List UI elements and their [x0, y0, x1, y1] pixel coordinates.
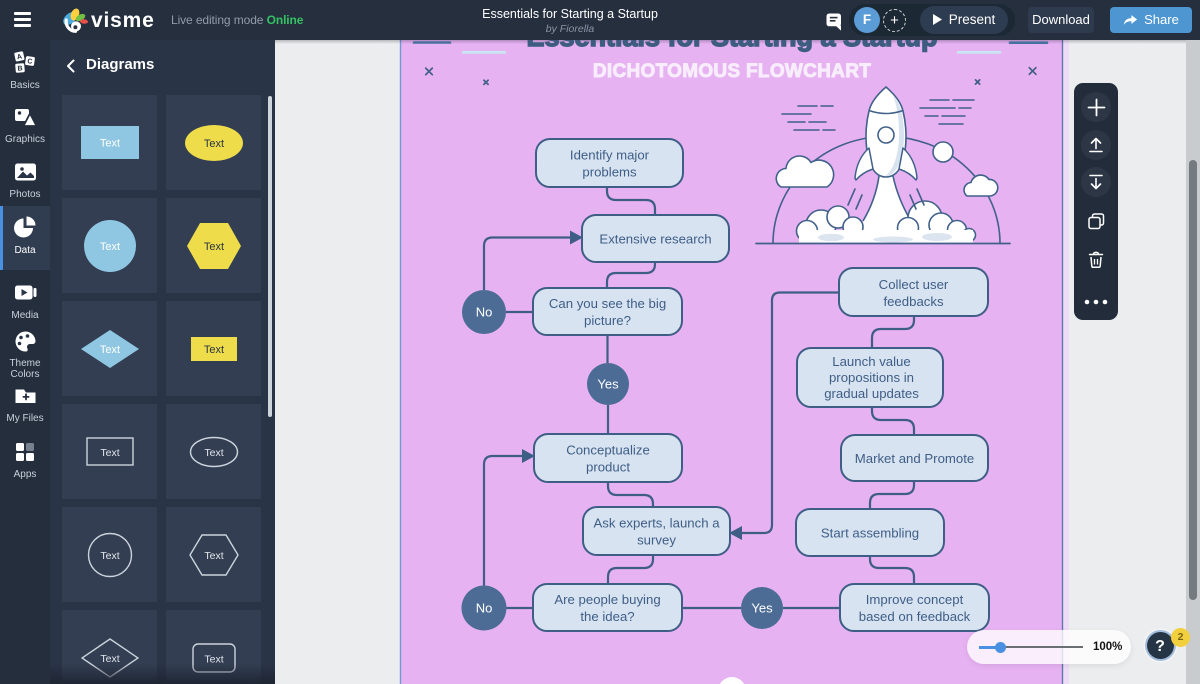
- svg-text:Text: Text: [99, 137, 119, 149]
- svg-text:Text: Text: [99, 241, 119, 253]
- svg-text:Yes: Yes: [597, 377, 619, 392]
- svg-text:Ask experts, launch a: Ask experts, launch a: [593, 516, 720, 531]
- svg-text:Text: Text: [203, 241, 223, 253]
- svg-text:Launch value: Launch value: [832, 354, 910, 369]
- svg-text:Identify major: Identify major: [570, 148, 650, 163]
- svg-text:Essentials for Starting a Star: Essentials for Starting a Startup: [526, 40, 937, 52]
- svg-text:Yes: Yes: [751, 601, 773, 616]
- svg-text:Text: Text: [99, 344, 119, 356]
- svg-text:feedbacks: feedbacks: [883, 294, 944, 309]
- svg-text:A: A: [16, 53, 22, 61]
- svg-text:product: product: [586, 460, 630, 475]
- svg-text:Text: Text: [203, 138, 223, 150]
- svg-text:Text: Text: [100, 550, 119, 562]
- svg-text:gradual updates: gradual updates: [824, 386, 919, 401]
- svg-text:Text: Text: [204, 447, 223, 459]
- svg-text:Are people buying: Are people buying: [554, 592, 660, 607]
- svg-text:Improve concept: Improve concept: [866, 592, 964, 607]
- svg-text:Text: Text: [100, 447, 119, 459]
- svg-text:based on feedback: based on feedback: [859, 609, 971, 624]
- svg-text:Text: Text: [203, 344, 223, 356]
- svg-text:propositions in: propositions in: [829, 370, 914, 385]
- svg-text:Market and Promote: Market and Promote: [855, 451, 974, 466]
- svg-text:Extensive research: Extensive research: [599, 232, 711, 247]
- svg-text:C: C: [27, 58, 33, 66]
- svg-text:picture?: picture?: [584, 313, 631, 328]
- svg-text:B: B: [17, 65, 23, 72]
- svg-text:DICHOTOMOUS FLOWCHART: DICHOTOMOUS FLOWCHART: [593, 61, 871, 82]
- svg-text:Can you see the big: Can you see the big: [549, 296, 666, 311]
- svg-text:Start assembling: Start assembling: [821, 526, 919, 541]
- svg-text:No: No: [476, 305, 493, 320]
- svg-text:Text: Text: [204, 653, 223, 665]
- svg-text:No: No: [476, 601, 493, 616]
- svg-text:Collect user: Collect user: [879, 277, 949, 292]
- svg-text:problems: problems: [582, 165, 637, 180]
- svg-text:Conceptualize: Conceptualize: [566, 443, 650, 458]
- svg-text:Text: Text: [100, 653, 119, 665]
- svg-text:Text: Text: [204, 550, 223, 562]
- svg-text:survey: survey: [637, 533, 676, 548]
- svg-text:the idea?: the idea?: [580, 609, 634, 624]
